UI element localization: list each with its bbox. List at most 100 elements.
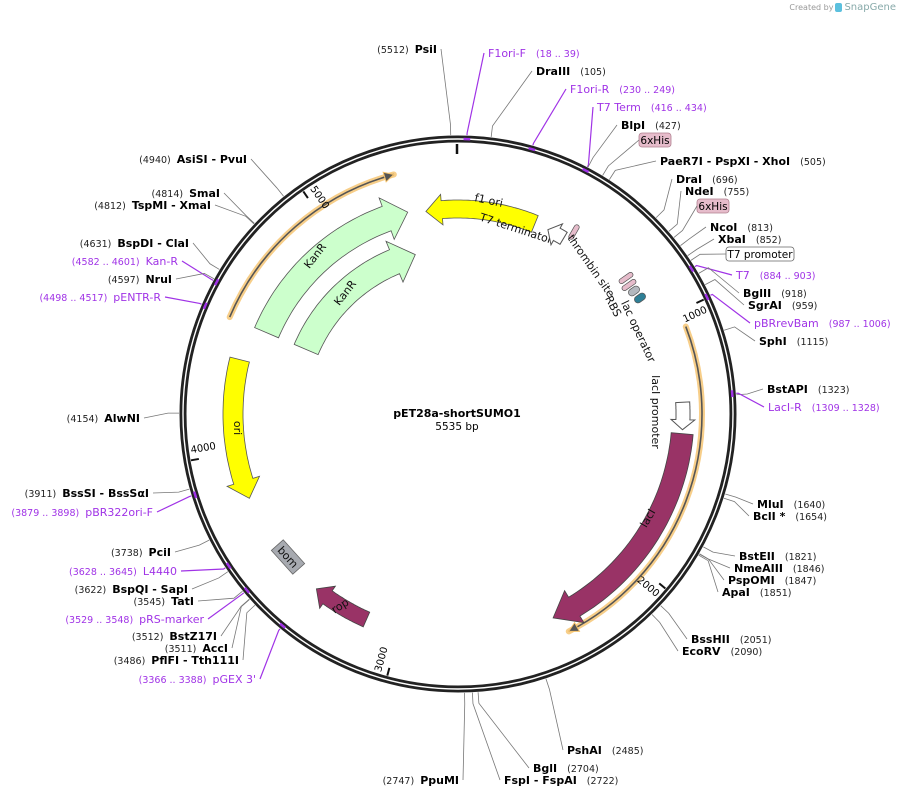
primer-label-pbrrevbam[interactable]: pBRrevBam(987 .. 1006) bbox=[704, 293, 891, 330]
label-xbai[interactable]: XbaI(852) bbox=[687, 233, 782, 256]
label-mlui[interactable]: MluI(1640) bbox=[725, 493, 825, 511]
label-leader-line bbox=[197, 590, 243, 602]
primer-label-prs-marker[interactable]: (3529 .. 3548)pRS-marker bbox=[65, 586, 251, 626]
lac-operator-label: lac operator bbox=[618, 299, 658, 365]
rop-arrow[interactable] bbox=[315, 585, 371, 628]
primer-label-f1ori-r[interactable]: F1ori-R(230 .. 249) bbox=[528, 83, 675, 152]
primer-label-pbr322ori-f[interactable]: (3879 .. 3898)pBR322ori-F bbox=[11, 491, 198, 519]
label-alwni[interactable]: (4154)AlwNI bbox=[67, 412, 180, 425]
label-text: (3628 .. 3645)L4440 bbox=[69, 565, 177, 578]
label-position: (4582 .. 4601) bbox=[72, 257, 140, 268]
label-leader-line bbox=[725, 493, 754, 505]
label-fspi-fspai[interactable]: FspI - FspAI(2722) bbox=[472, 692, 618, 787]
f1-ori-arrow[interactable] bbox=[425, 193, 539, 233]
label-name: LacI-R bbox=[768, 401, 802, 414]
ori-arrow[interactable] bbox=[222, 356, 261, 499]
label-bsteii[interactable]: BstEII(1821) bbox=[703, 546, 816, 563]
label-position: (1654) bbox=[795, 512, 827, 523]
primer-label-laci-r[interactable]: LacI-R(1309 .. 1328) bbox=[730, 390, 880, 414]
primer-label-l4440[interactable]: (3628 .. 3645)L4440 bbox=[69, 562, 232, 578]
lac-operator-feature[interactable] bbox=[633, 292, 647, 305]
laci-promoter-arrow[interactable] bbox=[669, 401, 697, 431]
laci-arrow[interactable] bbox=[552, 432, 694, 624]
label-position: (2747) bbox=[383, 776, 415, 787]
label-name: XbaI bbox=[718, 233, 746, 246]
his-tag-feature-1[interactable] bbox=[568, 224, 580, 240]
label-leader-line bbox=[698, 267, 740, 294]
primer-label-t7[interactable]: T7(884 .. 903) bbox=[688, 264, 816, 282]
label-position: (918) bbox=[781, 289, 807, 300]
rbs-feature[interactable] bbox=[627, 285, 641, 298]
kanr-inner-arrow[interactable] bbox=[293, 240, 416, 356]
label-bglii[interactable]: BglII(918) bbox=[698, 267, 807, 300]
label-bspqi-sapi[interactable]: (3622)BspQI - SapI bbox=[75, 571, 229, 596]
orf-arrow-kanr[interactable] bbox=[226, 171, 397, 321]
label-leader-line bbox=[191, 571, 229, 590]
bom-feature[interactable]: bom bbox=[270, 539, 306, 575]
label-pflfi-tth111i[interactable]: (3486)PflFI - Tth111I bbox=[114, 604, 256, 667]
label-smai[interactable]: (4814)SmaI bbox=[152, 187, 255, 224]
label-pspomi[interactable]: PspOMI(1847) bbox=[699, 553, 816, 587]
label-t7-promoter[interactable]: T7 promoter bbox=[690, 246, 795, 262]
label-sphi[interactable]: SphI(1115) bbox=[723, 326, 828, 348]
label-name: PaeR7I - PspXI - XhoI bbox=[660, 155, 790, 168]
label-drai[interactable]: DraI(696) bbox=[655, 173, 738, 218]
primer-label-t7-term[interactable]: T7 Term(416 .. 434) bbox=[582, 101, 707, 174]
label-name: AsiSI - PvuI bbox=[177, 153, 247, 166]
kanr-outer-arrow[interactable] bbox=[254, 197, 409, 339]
label-paer7i-pspxi-xhoi[interactable]: PaeR7I - PspXI - XhoI(505) bbox=[608, 155, 826, 180]
primer-label-f1ori-f[interactable]: F1ori-F(18 .. 39) bbox=[463, 47, 580, 141]
label-name: BspDI - ClaI bbox=[117, 237, 189, 250]
label-position: (416 .. 434) bbox=[651, 103, 707, 114]
primer-label-kan-r[interactable]: (4582 .. 4601)Kan-R bbox=[72, 255, 220, 286]
label-acci[interactable]: (3511)AccI bbox=[165, 599, 250, 655]
primer-label-pgex-3-[interactable]: (3366 .. 3388)pGEX 3' bbox=[139, 622, 286, 686]
label-bspdi-clai[interactable]: (4631)BspDI - ClaI bbox=[80, 237, 220, 270]
t7-terminator-arrow[interactable] bbox=[547, 222, 568, 247]
label-bsssi-bsss-i[interactable]: (3911)BssSI - BssSαI bbox=[25, 487, 190, 500]
label-bcli-[interactable]: BclI *(1654) bbox=[723, 497, 827, 523]
label-bstapi[interactable]: BstAPI(1323) bbox=[736, 383, 849, 396]
label-asisi-pvui[interactable]: (4940)AsiSI - PvuI bbox=[139, 153, 284, 197]
label-leader-line bbox=[490, 70, 533, 138]
label-nrui[interactable]: (4597)NruI bbox=[108, 273, 215, 286]
label-psii[interactable]: (5512)PsiI bbox=[377, 43, 452, 136]
label-position: (18 .. 39) bbox=[536, 49, 580, 60]
label-name: AlwNI bbox=[104, 412, 140, 425]
label-text: pBRrevBam(987 .. 1006) bbox=[754, 317, 891, 330]
label-draiii[interactable]: DraIII(105) bbox=[490, 65, 606, 138]
label-position: (3511) bbox=[165, 644, 197, 655]
label-6xhis[interactable]: 6xHis bbox=[673, 198, 730, 238]
his-tag-feature-2[interactable] bbox=[621, 278, 637, 292]
label-name: EcoRV bbox=[682, 645, 721, 658]
label-ecorv[interactable]: EcoRV(2090) bbox=[651, 614, 762, 658]
label-tati[interactable]: (3545)TatI bbox=[134, 590, 243, 608]
primer-label-pentr-r[interactable]: (4498 .. 4517)pENTR-R bbox=[39, 291, 208, 310]
label-leader-line bbox=[680, 226, 707, 246]
label-position: (3545) bbox=[134, 597, 166, 608]
label-leader-line bbox=[698, 554, 719, 593]
label-name: pENTR-R bbox=[113, 291, 161, 304]
label-leader-line bbox=[466, 52, 485, 136]
label-ppumi[interactable]: (2747)PpuMI bbox=[383, 692, 466, 787]
label-pshai[interactable]: PshAI(2485) bbox=[545, 678, 644, 757]
tick-label: 5000 bbox=[307, 184, 331, 211]
label-bsshii[interactable]: BssHII(2051) bbox=[660, 605, 772, 646]
label-text: (4498 .. 4517)pENTR-R bbox=[39, 291, 161, 304]
orf-arrow-laci[interactable] bbox=[565, 323, 705, 635]
label-name: NruI bbox=[145, 273, 172, 286]
label-bgli[interactable]: BglI(2704) bbox=[477, 692, 599, 775]
label-sgrai[interactable]: SgrAI(959) bbox=[705, 279, 817, 312]
thrombin-feature[interactable] bbox=[618, 271, 634, 285]
label-6xhis[interactable]: 6xHis bbox=[602, 132, 672, 176]
label-position: (427) bbox=[655, 121, 681, 132]
label-ncoi[interactable]: NcoI(813) bbox=[680, 221, 773, 246]
label-name: BlpI bbox=[621, 119, 645, 132]
label-pcii[interactable]: (3738)PciI bbox=[111, 539, 210, 559]
label-ndei[interactable]: NdeI(755) bbox=[668, 185, 749, 232]
label-apai[interactable]: ApaI(1851) bbox=[698, 554, 792, 599]
label-text: NmeAIII(1846) bbox=[734, 562, 825, 575]
label-blpi[interactable]: BlpI (427) bbox=[587, 119, 681, 168]
label-tspmi-xmai[interactable]: (4812)TspMI - XmaI bbox=[94, 199, 255, 225]
label-text: (3512)BstZ17I bbox=[132, 630, 217, 643]
